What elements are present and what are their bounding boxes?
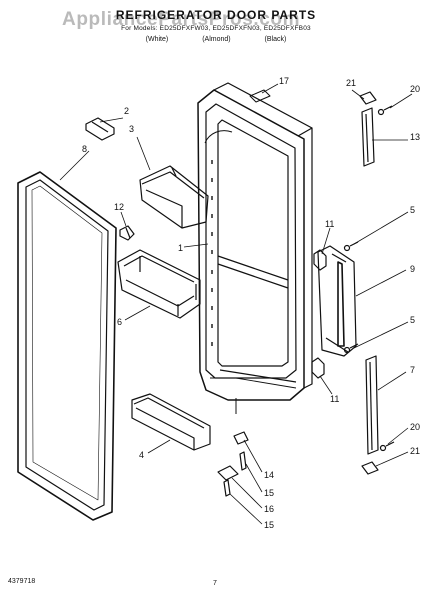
callout-14: 14 [264,470,274,480]
callout-5-lower: 5 [410,315,415,325]
page-number: 7 [213,580,217,587]
diagram-title: REFRIGERATOR DOOR PARTS [115,8,317,22]
variant-almond: (Almond) [202,36,231,43]
watermark: AppliancePartsPros.com [62,9,301,30]
callout-20-lower: 20 [410,422,420,432]
handle-trim-upper [361,107,375,167]
callout-17: 17 [279,76,289,86]
model-list: For Models: ED25DFXFW03, ED25DFXFN03, ED… [121,25,311,32]
door-shelf-bin [117,249,201,319]
hinge-cover [85,117,115,141]
handle-clips [311,249,327,379]
callout-12: 12 [114,202,124,212]
callout-6: 6 [117,317,122,327]
door-frame [197,82,313,414]
color-variants: (White) (Almond) (Black) [0,36,432,43]
variant-black: (Black) [264,36,287,43]
hinge-hardware [217,431,249,497]
callout-1: 1 [178,243,183,253]
callout-15-upper: 15 [264,488,274,498]
callout-5-upper: 5 [410,205,415,215]
callout-2: 2 [124,106,129,116]
end-cap-lower [361,461,379,475]
bin-clip [119,225,135,241]
leader-lines [59,83,413,525]
dairy-bin [139,165,209,229]
variant-white: (White) [145,36,169,43]
handle-screws [343,105,395,452]
callout-11-lower: 11 [330,394,339,404]
door-handle [317,245,357,357]
callout-7: 7 [410,365,415,375]
callout-11-upper: 11 [325,219,334,229]
callout-3: 3 [129,124,134,134]
document-number: 4379718 [8,578,36,585]
handle-trim-lower [365,355,379,455]
callout-13: 13 [410,132,420,142]
callout-20-upper: 20 [410,84,420,94]
callout-labels: 2 3 8 12 1 6 4 17 21 20 13 5 11 9 5 11 7… [82,76,420,530]
callout-21-upper: 21 [346,78,356,88]
door-label [249,89,271,103]
lower-door-rack [131,393,211,451]
callout-16: 16 [264,504,274,514]
callout-8: 8 [82,144,87,154]
end-cap-upper [359,91,377,105]
callout-9: 9 [410,264,415,274]
door-gasket [17,171,117,521]
callout-4: 4 [139,450,144,460]
callout-15-lower: 15 [264,520,274,530]
callout-21-lower: 21 [410,446,420,456]
